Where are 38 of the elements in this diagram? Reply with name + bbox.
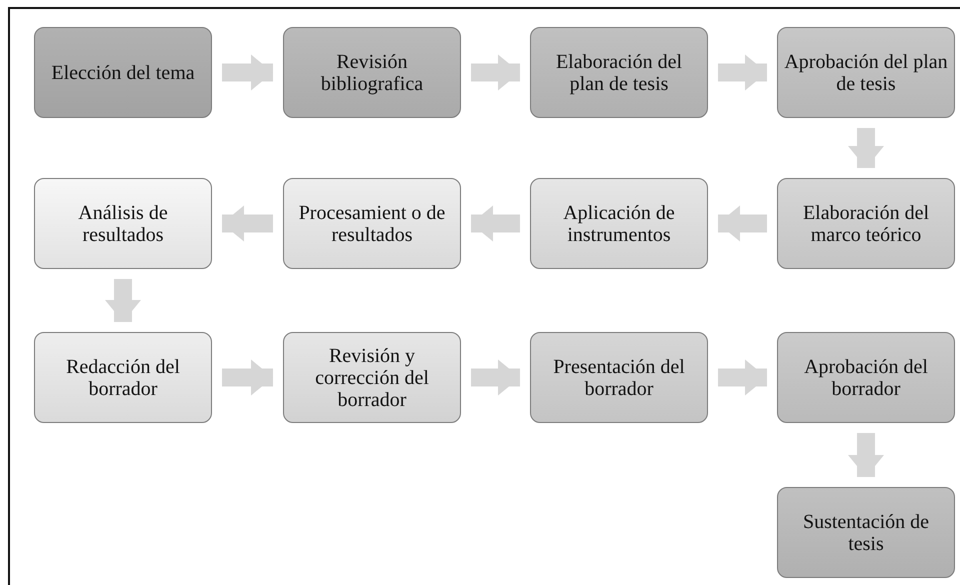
step-label: Elaboración del marco teórico — [802, 202, 930, 246]
step-label: Aprobación del plan de tesis — [784, 50, 948, 94]
process-box — [777, 332, 955, 423]
block-arrow — [471, 206, 520, 242]
process-box — [777, 178, 955, 269]
step-label: Elaboración del plan de tesis — [554, 50, 684, 94]
process-box — [283, 332, 461, 423]
process-box — [777, 487, 955, 578]
process-box — [777, 27, 955, 118]
step-label: Elección del tema — [51, 62, 195, 84]
process-box — [530, 178, 708, 269]
step-label: Procesamient o de resultados — [298, 202, 446, 246]
process-box — [530, 332, 708, 423]
block-arrow — [848, 433, 884, 477]
step-label: Revisión y corrección del borrador — [314, 344, 430, 410]
step-label: Aplicación de instrumentos — [562, 202, 676, 246]
process-box — [34, 332, 212, 423]
step-label: Aprobación del borrador — [803, 356, 929, 400]
process-box — [283, 27, 461, 118]
step-label: Análisis de resultados — [77, 202, 169, 246]
process-box — [34, 27, 212, 118]
process-box — [283, 178, 461, 269]
step-label: Revisión bibliografica — [320, 50, 424, 94]
step-label: Redacción del borrador — [65, 356, 181, 400]
block-arrow — [718, 54, 767, 90]
block-arrow — [222, 206, 273, 242]
block-arrow — [718, 206, 767, 242]
block-arrow — [848, 128, 884, 168]
block-arrow — [718, 360, 767, 396]
process-box — [530, 27, 708, 118]
block-arrow — [105, 279, 141, 322]
process-box — [34, 178, 212, 269]
block-arrow — [471, 54, 520, 90]
block-arrow — [471, 360, 520, 396]
block-arrow — [222, 360, 273, 396]
step-label: Presentación del borrador — [552, 356, 686, 400]
step-label: Sustentación de tesis — [802, 510, 930, 554]
block-arrow — [222, 54, 273, 90]
